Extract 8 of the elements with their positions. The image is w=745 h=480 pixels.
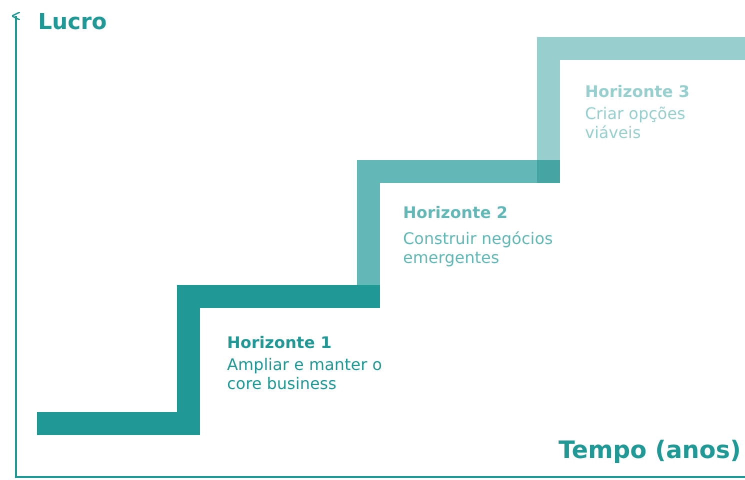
horizon-heading: Horizonte 1 xyxy=(227,333,332,352)
horizon-description: Construir negócios emergentes xyxy=(403,229,554,268)
horizon-description: Criar opções viáveis xyxy=(585,104,686,142)
axis-title: Tempo (anos) xyxy=(558,436,741,465)
horizon-heading: Horizonte 3 xyxy=(585,82,690,102)
horizon-heading: Horizonte 2 xyxy=(403,203,508,222)
axis-title: Lucro xyxy=(38,10,107,36)
horizon-description: Ampliar e manter o core business xyxy=(227,355,384,394)
